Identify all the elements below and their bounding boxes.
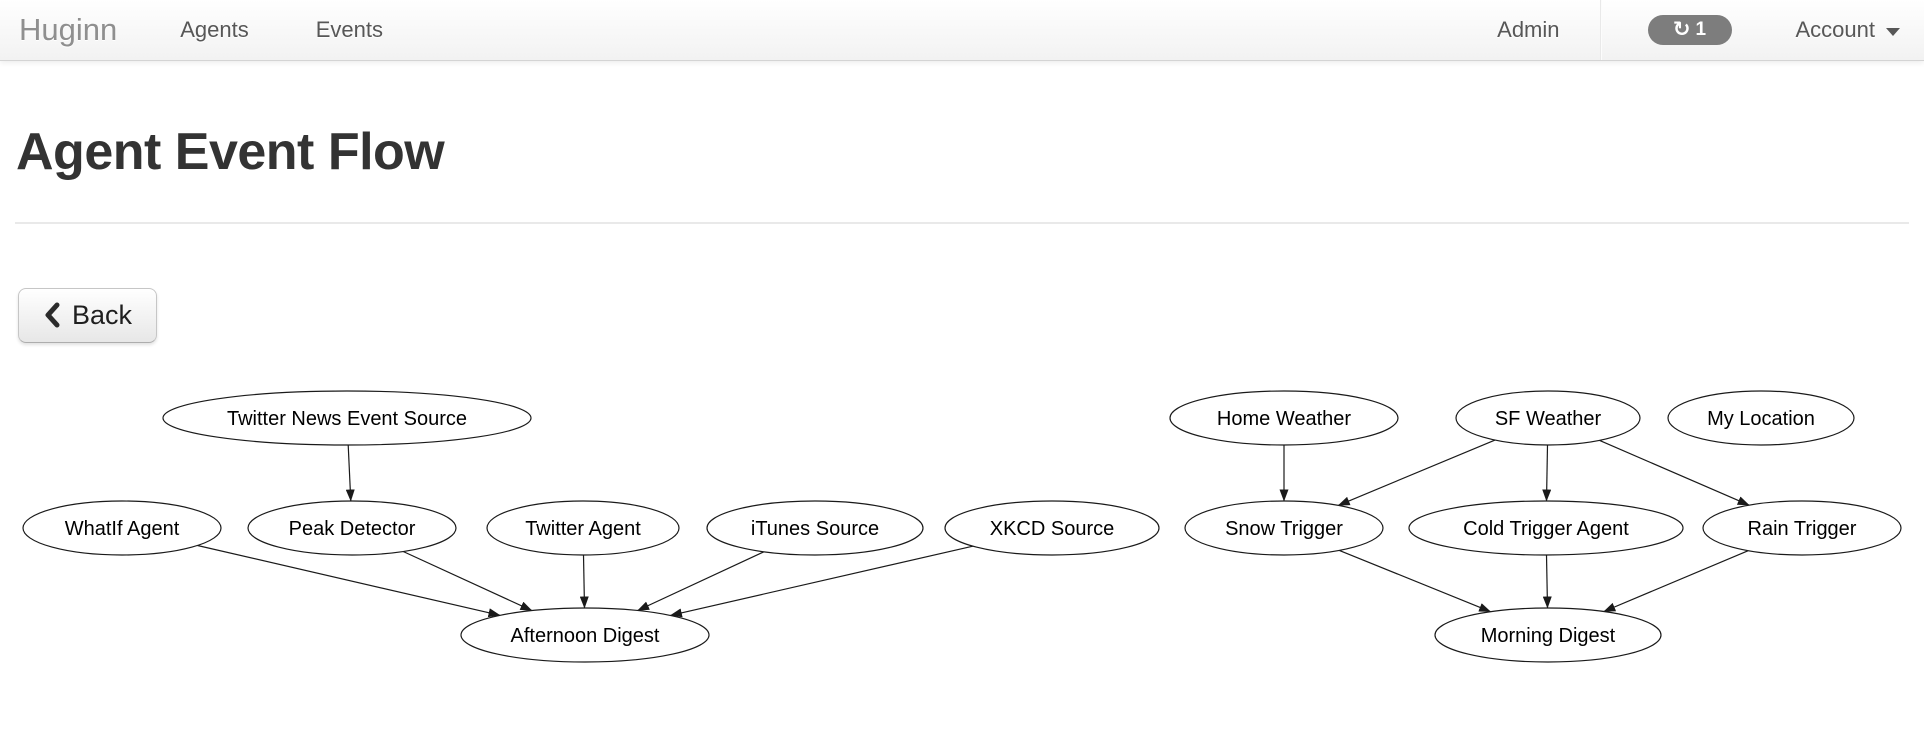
nav-item-events[interactable]: Events bbox=[315, 17, 384, 42]
graph-node-label-snow-trigger: Snow Trigger bbox=[1225, 518, 1343, 540]
graph-node-label-sf-weather: SF Weather bbox=[1495, 408, 1602, 430]
graph-node-morning-digest bbox=[1434, 606, 1662, 663]
caret-down-icon bbox=[1886, 27, 1900, 36]
graph-node-label-my-location: My Location bbox=[1707, 408, 1815, 430]
graph-node-cold-trigger-agent bbox=[1408, 499, 1684, 556]
edge-twitter-agent-to-afternoon-digest bbox=[579, 554, 589, 609]
edge-sf-weather-to-snow-trigger bbox=[1337, 439, 1496, 506]
main-nav: Agents Events bbox=[180, 0, 383, 60]
graph-node-label-twitter-agent: Twitter Agent bbox=[525, 518, 641, 540]
diagram-edges bbox=[197, 439, 1750, 617]
chevron-left-icon bbox=[45, 302, 60, 328]
graph-node-label-xkcd-source: XKCD Source bbox=[990, 518, 1115, 540]
graph-node-itunes-source bbox=[706, 499, 924, 556]
edge-whatif-agent-to-afternoon-digest bbox=[197, 544, 501, 617]
edge-peak-detector-to-afternoon-digest bbox=[402, 550, 533, 611]
graph-node-twitter-agent bbox=[486, 499, 680, 556]
graph-node-label-morning-digest: Morning Digest bbox=[1481, 625, 1616, 647]
back-button-label: Back bbox=[72, 299, 133, 330]
graph-node-label-twitter-news-event-source: Twitter News Event Source bbox=[227, 408, 467, 430]
edge-rain-trigger-to-morning-digest bbox=[1603, 549, 1749, 612]
nav-item-agents[interactable]: Agents bbox=[180, 17, 249, 42]
graph-node-label-peak-detector: Peak Detector bbox=[289, 518, 416, 540]
edge-cold-trigger-agent-to-morning-digest bbox=[1542, 554, 1552, 609]
edge-snow-trigger-to-morning-digest bbox=[1339, 549, 1492, 612]
graph-node-my-location bbox=[1667, 389, 1855, 446]
top-navbar: Huginn Agents Events Admin ↻ 1 Account bbox=[0, 0, 1924, 61]
refresh-icon: ↻ bbox=[1672, 16, 1691, 41]
nav-item-admin[interactable]: Admin bbox=[1497, 17, 1560, 42]
navbar-divider bbox=[1599, 0, 1602, 60]
title-divider bbox=[15, 221, 1909, 224]
graph-node-whatif-agent bbox=[22, 499, 222, 556]
page-title: Agent Event Flow bbox=[16, 123, 445, 181]
graph-node-afternoon-digest bbox=[460, 606, 710, 663]
graph-node-label-home-weather: Home Weather bbox=[1217, 408, 1351, 430]
graph-node-label-cold-trigger-agent: Cold Trigger Agent bbox=[1463, 518, 1629, 540]
graph-node-label-rain-trigger: Rain Trigger bbox=[1748, 518, 1857, 540]
brand-logo[interactable]: Huginn bbox=[19, 12, 118, 47]
graph-node-peak-detector bbox=[247, 499, 457, 556]
graph-node-xkcd-source bbox=[944, 499, 1160, 556]
graph-node-home-weather bbox=[1169, 389, 1399, 446]
graph-node-label-afternoon-digest: Afternoon Digest bbox=[511, 625, 660, 647]
graph-node-rain-trigger bbox=[1702, 499, 1902, 556]
edge-twitter-news-event-source-to-peak-detector bbox=[345, 444, 355, 502]
graph-node-snow-trigger bbox=[1184, 499, 1384, 556]
navbar-right: Admin ↻ 1 Account bbox=[1497, 0, 1924, 60]
graph-node-sf-weather bbox=[1455, 389, 1641, 446]
edge-xkcd-source-to-afternoon-digest bbox=[669, 545, 973, 617]
account-menu[interactable]: Account bbox=[1795, 0, 1900, 60]
edge-sf-weather-to-cold-trigger-agent bbox=[1542, 444, 1552, 502]
page-content: Agent Event Flow Back Twitter News Event… bbox=[0, 125, 1924, 688]
edge-sf-weather-to-rain-trigger bbox=[1599, 439, 1750, 506]
graph-node-label-whatif-agent: WhatIf Agent bbox=[65, 518, 180, 540]
account-label: Account bbox=[1795, 17, 1876, 42]
event-queue-badge[interactable]: ↻ 1 bbox=[1647, 15, 1732, 45]
graph-node-twitter-news-event-source bbox=[162, 389, 532, 446]
edge-itunes-source-to-afternoon-digest bbox=[637, 550, 765, 611]
back-button[interactable]: Back bbox=[18, 287, 158, 343]
event-queue-count: 1 bbox=[1695, 19, 1707, 40]
graph-node-label-itunes-source: iTunes Source bbox=[751, 518, 879, 540]
